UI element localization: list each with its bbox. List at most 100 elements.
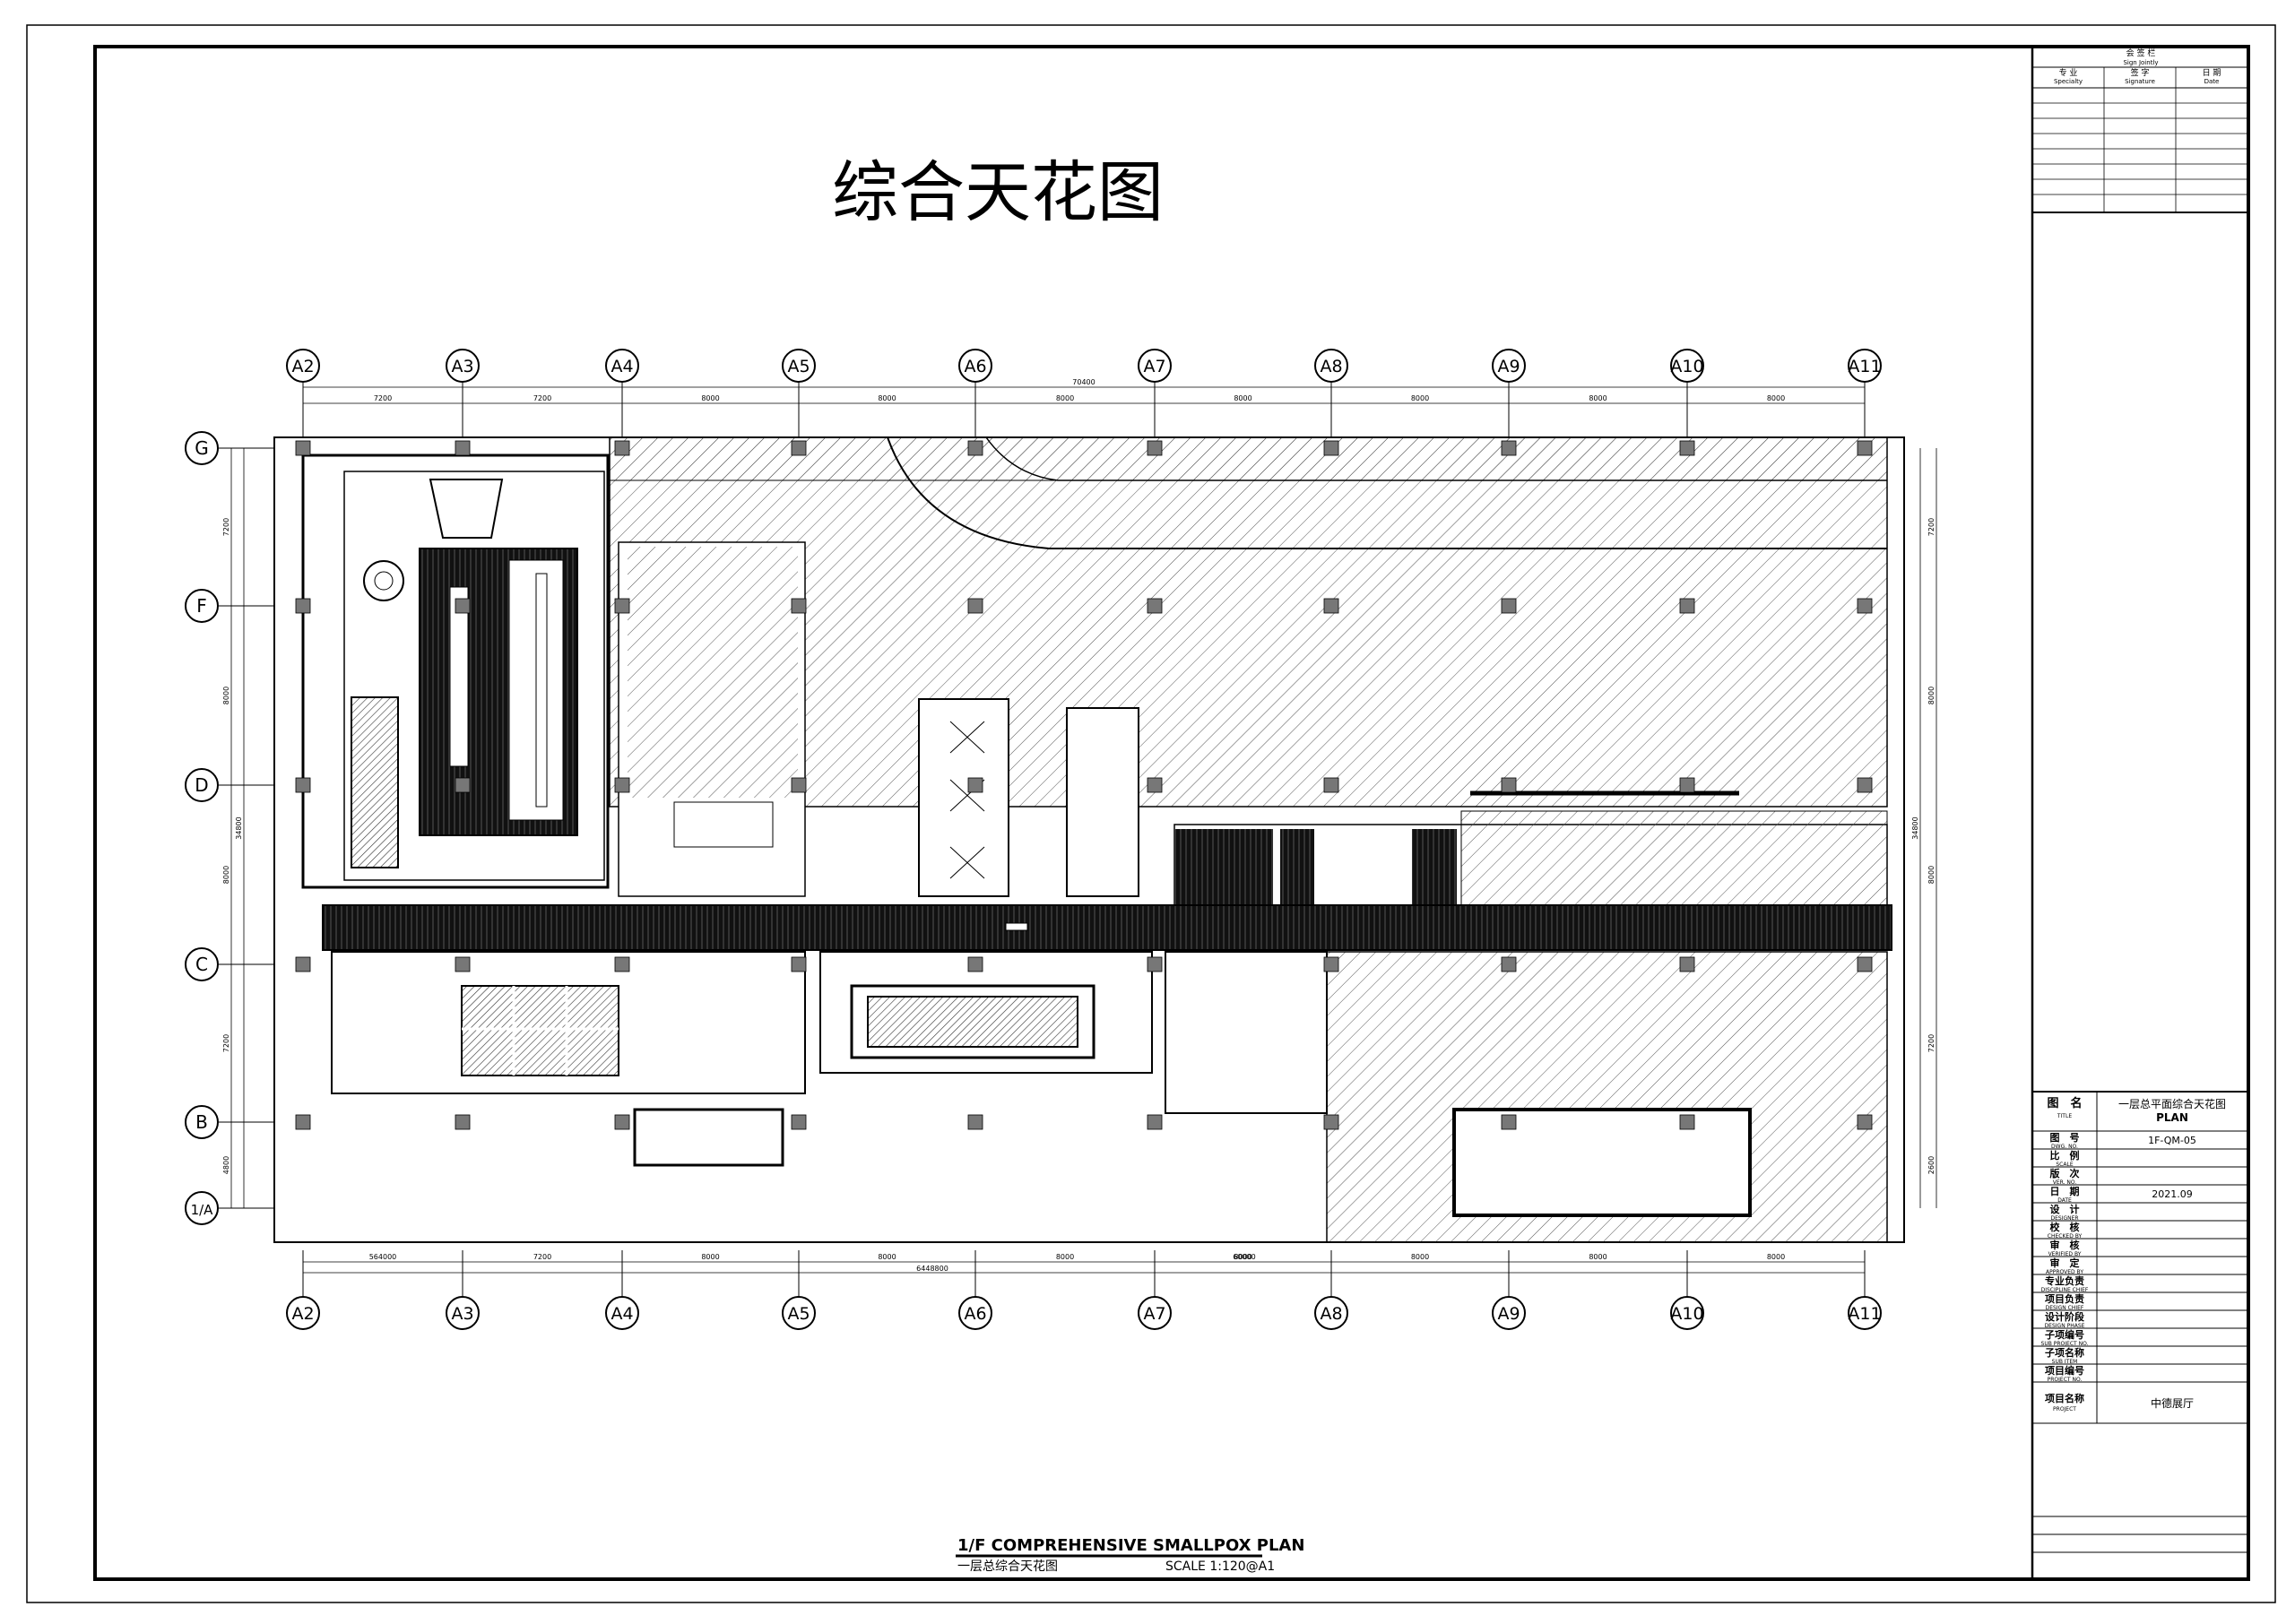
corridor-marker (1005, 922, 1028, 931)
grid-label: A11 (1848, 357, 1881, 376)
grid-bubble (782, 1296, 816, 1330)
tb-label-cn: 专业负责 (2045, 1274, 2084, 1287)
column (1679, 777, 1695, 793)
curved-facade-line (887, 436, 1887, 549)
west-hatch-panel (351, 696, 399, 868)
column (967, 777, 983, 793)
tb-label-cn: 项目编号 (2045, 1364, 2084, 1377)
tb-label-en: DWG. NO. (2051, 1144, 2078, 1150)
column (455, 777, 471, 793)
grid-bubble (1492, 349, 1526, 383)
tb-label-en: PROJECT NO. (2048, 1377, 2083, 1383)
column (967, 440, 983, 456)
dim-total-bottom: 6448800 (916, 1265, 948, 1273)
elevator-core-2 (1066, 707, 1139, 897)
grid-bubble-row (185, 1105, 219, 1139)
dim-top: 8000 (1056, 394, 1074, 402)
sign-col1-en: Specialty (2054, 78, 2083, 85)
column (1147, 440, 1163, 456)
west-trapezoid (429, 479, 504, 539)
grid-label: A6 (964, 357, 986, 376)
grid-bubble-row (185, 1191, 219, 1225)
column (455, 1114, 471, 1130)
dim-bottom-extra: 60000 (1233, 1253, 1255, 1261)
column (791, 956, 807, 972)
column (614, 1114, 630, 1130)
core-hatch (628, 547, 798, 798)
grid-label: A11 (1848, 1304, 1881, 1324)
column (791, 1114, 807, 1130)
tb-label-cn: 审 定 (2050, 1257, 2080, 1269)
dim-total-top: 70400 (1072, 378, 1095, 386)
tb-label-en: VERIFIED BY (2048, 1251, 2082, 1257)
outer-border (26, 24, 2276, 1603)
tb-label-en: CHECKED BY (2048, 1233, 2083, 1240)
tb-label-en: DESIGN PHASE (2045, 1323, 2085, 1329)
column (614, 777, 630, 793)
grid-label: A3 (451, 1304, 473, 1324)
grid-bubble-row (185, 589, 219, 623)
grid-label: A10 (1670, 1304, 1703, 1324)
sign-header-cn: 会 签 栏 (2126, 48, 2156, 58)
grid-bubble (958, 1296, 992, 1330)
grid-label-row: F (196, 595, 207, 617)
elevator-core-1 (918, 698, 1009, 897)
hatch-corridor-band (609, 436, 1888, 481)
dim-side-total: 34800 (235, 816, 243, 839)
tb-label-en: DESIGNER (2050, 1215, 2078, 1222)
column (295, 956, 311, 972)
column (1857, 777, 1873, 793)
column (614, 440, 630, 456)
column (1147, 956, 1163, 972)
column (967, 956, 983, 972)
grid-bubble (1670, 1296, 1704, 1330)
dim-side: 7200 (1927, 518, 1936, 536)
grid-bubble (1848, 349, 1882, 383)
grid-label: A4 (611, 1304, 633, 1324)
dim-side: 8000 (222, 866, 230, 884)
title-block-empty-rows (2032, 1516, 2248, 1553)
column (1679, 956, 1695, 972)
dim-bottom: 8000 (701, 1253, 719, 1261)
grid-bubble (605, 349, 639, 383)
column (1323, 956, 1339, 972)
grid-label: A3 (451, 357, 473, 376)
column (1501, 777, 1517, 793)
dim-side: 7200 (1927, 1034, 1936, 1052)
grid-bubble (1138, 349, 1172, 383)
column (791, 598, 807, 614)
tb-label-en: VER. NO. (2053, 1179, 2077, 1186)
dim-bottom: 564000 (369, 1253, 397, 1261)
tb-label-en: SUB ITEM (2052, 1359, 2078, 1365)
tb-label-cn: 设 计 (2050, 1203, 2080, 1215)
tb-label-cn: 比 例 (2050, 1149, 2080, 1162)
column (1679, 440, 1695, 456)
column (295, 777, 311, 793)
stair-1 (673, 801, 774, 848)
column (1679, 598, 1695, 614)
column (1679, 1114, 1695, 1130)
dim-bottom: 8000 (1767, 1253, 1785, 1261)
tb-label-en: DESIGN CHIEF (2046, 1305, 2084, 1311)
column (967, 1114, 983, 1130)
tb-label-cn: 校 核 (2050, 1221, 2080, 1233)
plan-caption: 1/F COMPREHENSIVE SMALLPOX PLAN 一层总综合天花图… (956, 1536, 1304, 1574)
tb-project-cn: 项目名称 (2045, 1392, 2084, 1404)
column (1147, 1114, 1163, 1130)
grid-bubble (1492, 1296, 1526, 1330)
structural-columns (295, 440, 1873, 1130)
column (1147, 598, 1163, 614)
grid-label: A6 (964, 1304, 986, 1324)
east-dark-panel-3 (1412, 829, 1457, 905)
dim-side: 8000 (222, 687, 230, 704)
west-room-inner (343, 471, 605, 881)
grid-label: A7 (1143, 1304, 1165, 1324)
drawing-title: 综合天花图 (832, 154, 1164, 231)
title-block-frame (2031, 45, 2250, 1581)
hatch-north-center (609, 436, 1888, 808)
column (791, 440, 807, 456)
dim-side: 8000 (1927, 866, 1936, 884)
column (1501, 1114, 1517, 1130)
dim-bottom: 8000 (1234, 1253, 1251, 1261)
dim-bottom: 8000 (1056, 1253, 1074, 1261)
